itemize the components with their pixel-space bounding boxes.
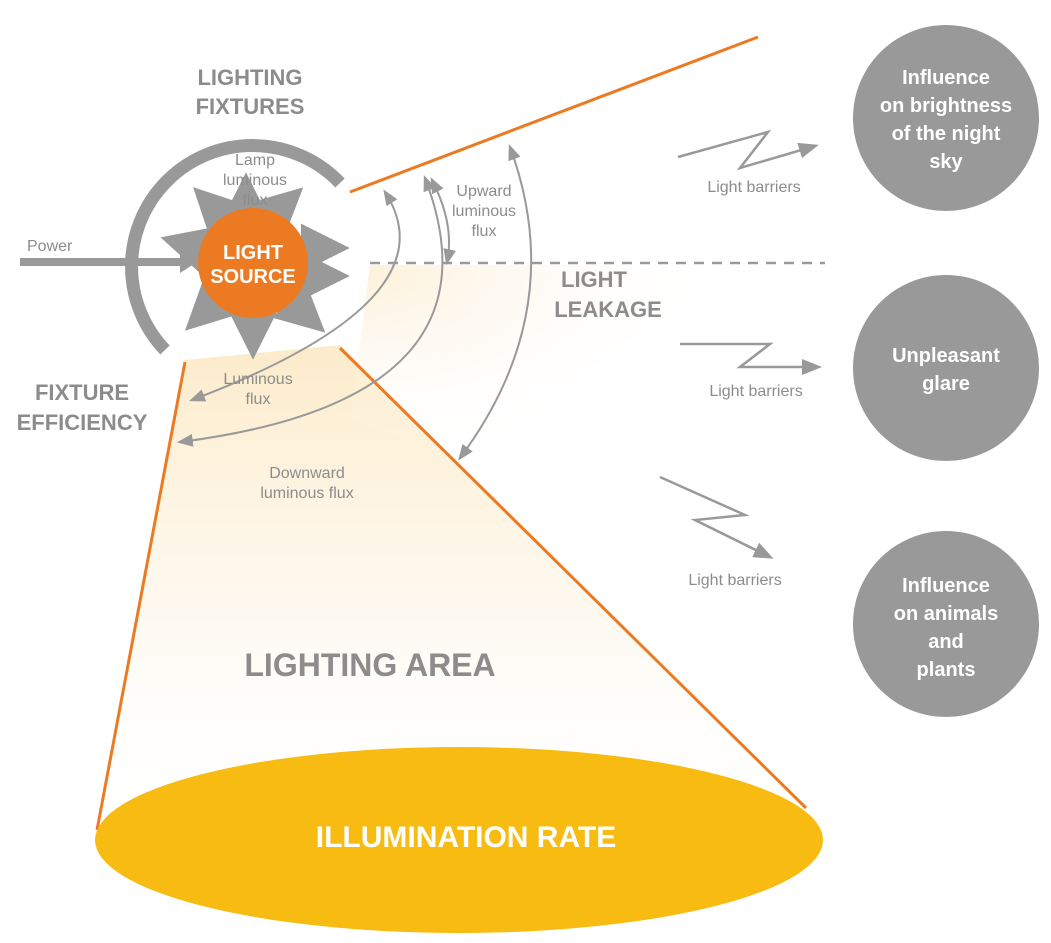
flux-arrow-w — [160, 226, 215, 275]
upward-flux-arc — [430, 177, 456, 266]
light-source-label-2: SOURCE — [210, 266, 296, 288]
flux-angle-arcs — [176, 143, 533, 461]
glare-line-1: Unpleasant — [892, 345, 1000, 367]
fixture-housing-arc — [125, 139, 345, 355]
lighting-area-label: LIGHTING AREA — [244, 647, 495, 683]
night-sky-line-3: of the night — [892, 123, 1001, 145]
lighting-fixtures-line-2: FIXTURES — [196, 94, 305, 119]
glare-line-2: glare — [922, 373, 970, 395]
power-arrow-head — [180, 251, 197, 273]
leakage-arc — [458, 143, 533, 461]
upward-flux-line-1: Upward — [456, 183, 511, 200]
glare-impact-circle — [853, 275, 1039, 461]
upward-flux-line-3: flux — [472, 223, 497, 240]
night-sky-line-4: sky — [929, 151, 963, 173]
light-barrier-zigzags — [659, 129, 822, 559]
light-leakage-line-1: LIGHT — [561, 267, 628, 292]
light-leakage-glow — [350, 265, 730, 460]
animals-impact-circle — [853, 531, 1039, 717]
illumination-ellipse — [95, 747, 823, 933]
lamp-flux-line-3: flux — [243, 192, 268, 209]
upward-flux-line-2: luminous — [452, 203, 516, 220]
animals-line-4: plants — [917, 659, 976, 681]
left-cone-line — [95, 361, 187, 831]
fixture-efficiency-line-2: EFFICIENCY — [17, 410, 148, 435]
animals-line-1: Influence — [902, 575, 990, 597]
night-sky-line-1: Influence — [902, 67, 990, 89]
power-label: Power — [27, 238, 73, 255]
light-barriers-label-3: Light barriers — [688, 572, 781, 589]
lighting-cone-glow — [96, 345, 805, 832]
animals-line-2: on animals — [894, 603, 998, 625]
barrier-zigzag-3 — [659, 475, 774, 559]
flux-arrow-sw — [184, 279, 238, 331]
lamp-flux-line-1: Lamp — [235, 152, 275, 169]
light-source-label-1: LIGHT — [223, 242, 283, 264]
night-sky-impact-circle — [853, 25, 1039, 211]
flux-arrow-se — [272, 281, 326, 333]
downward-flux-line-1: Downward — [269, 465, 345, 482]
flux-arrow-nw — [193, 187, 246, 240]
light-barriers-label-2: Light barriers — [709, 383, 802, 400]
barrier-zigzag-1 — [677, 129, 819, 171]
downward-flux-line-2: luminous flux — [260, 485, 353, 502]
night-sky-line-2: on brightness — [880, 95, 1012, 117]
barrier-zigzag-2 — [680, 342, 822, 375]
light-barriers-label-1: Light barriers — [707, 179, 800, 196]
luminous-flux-line-2: flux — [246, 391, 271, 408]
luminous-flux-line-1: Luminous — [223, 371, 292, 388]
fixture-efficiency-line-1: FIXTURE — [35, 380, 129, 405]
flux-arrow-ne — [250, 187, 304, 239]
animals-line-3: and — [928, 631, 964, 653]
illumination-rate-label: ILLUMINATION RATE — [316, 821, 617, 854]
lamp-flux-line-2: luminous — [223, 172, 287, 189]
upper-cone-line — [349, 35, 759, 194]
light-leakage-line-2: LEAKAGE — [554, 297, 662, 322]
lighting-fixtures-line-1: LIGHTING — [197, 65, 302, 90]
